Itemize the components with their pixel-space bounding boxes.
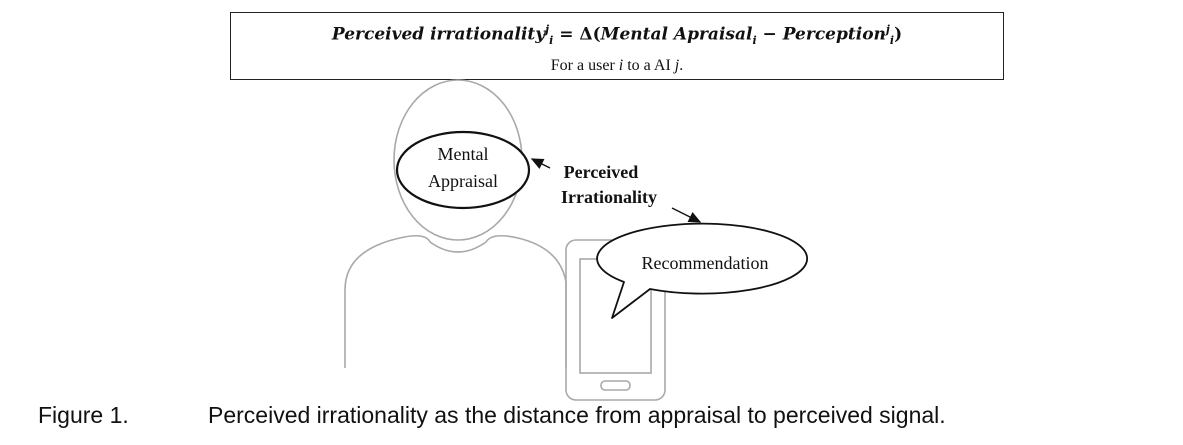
- formula-perception-sup-j: j: [885, 23, 890, 36]
- arrow-to-recommendation: [671, 207, 702, 223]
- caption-text: Perceived irrationality as the distance …: [208, 402, 946, 428]
- formula-lhs: Perceived irrationality: [331, 24, 546, 45]
- perceived-label-line2: Irrationality: [561, 187, 657, 207]
- formula-minus: −: [756, 24, 783, 45]
- phone-home-button: [600, 380, 631, 391]
- formula-delta: Δ(: [579, 24, 601, 45]
- arrow-to-appraisal: [530, 158, 551, 170]
- formula-sup-j: j: [545, 23, 550, 36]
- recommendation-label: Recommendation: [642, 253, 769, 273]
- formula-perception: Perception: [782, 24, 886, 45]
- perceived-label-line1: Perceived: [564, 162, 639, 182]
- subtitle-end: .: [679, 57, 684, 74]
- formula-mental: Mental Apraisal: [600, 24, 753, 45]
- person-body: [344, 234, 567, 368]
- formula-close: ): [894, 24, 903, 45]
- formula-box: Perceived irrationalityji = Δ(Mental Apr…: [230, 12, 1004, 80]
- subtitle-prefix: For a user: [550, 57, 619, 74]
- mental-appraisal-ellipse: [395, 130, 531, 210]
- subtitle-i: i: [618, 57, 624, 74]
- person-silhouette: [344, 79, 567, 368]
- speech-bubble: [596, 222, 809, 319]
- formula-perception-sub-i: i: [889, 34, 895, 48]
- mental-label-line1: Mental: [438, 144, 489, 164]
- figure-number: Figure 1.: [38, 402, 129, 428]
- formula-equation: Perceived irrationalityji = Δ(Mental Apr…: [231, 23, 1003, 47]
- formula-mental-sub-i: i: [752, 34, 757, 48]
- subtitle-j: j: [674, 57, 680, 74]
- mental-label-line2: Appraisal: [428, 171, 498, 191]
- formula-sub-i: i: [549, 34, 554, 48]
- figure-caption: Figure 1. Perceived irrationality as the …: [38, 402, 946, 429]
- formula-subtitle: For a user i to a AI j.: [231, 57, 1003, 75]
- subtitle-mid: to a AI: [623, 57, 675, 74]
- formula-equals: =: [553, 24, 580, 45]
